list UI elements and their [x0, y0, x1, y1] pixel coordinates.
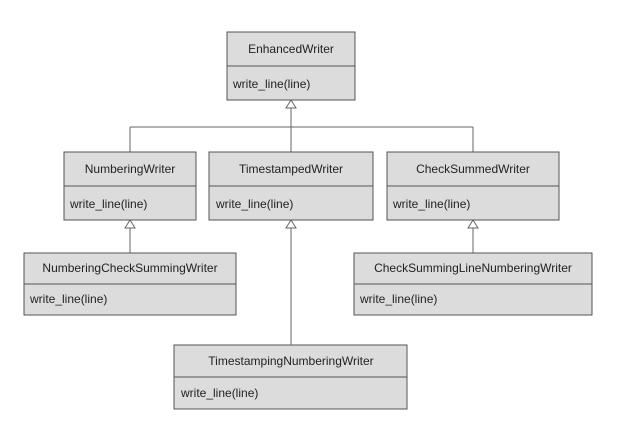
class-name: TimestampedWriter: [239, 162, 343, 176]
class-timestamped-writer: TimestampedWriter write_line(line): [208, 151, 374, 221]
inheritance-arrow-numbering: [124, 219, 136, 229]
inheritance-arrow-checksummed: [467, 219, 479, 229]
class-method: write_line(line): [392, 197, 470, 211]
inheritance-edges: [124, 99, 479, 345]
class-name: CheckSummingLineNumberingWriter: [374, 261, 572, 275]
class-timestamping-numbering-writer: TimestampingNumberingWriter write_line(l…: [173, 344, 408, 410]
class-method: write_line(line): [215, 197, 293, 211]
class-enhanced-writer: EnhancedWriter write_line(line): [226, 31, 356, 101]
inheritance-arrow-timestamped: [285, 219, 297, 229]
class-numbering-writer: NumberingWriter write_line(line): [63, 151, 197, 221]
class-method: write_line(line): [69, 197, 147, 211]
class-method: write_line(line): [180, 386, 258, 400]
class-method: write_line(line): [29, 292, 107, 306]
class-name: EnhancedWriter: [248, 42, 334, 56]
inheritance-arrow-enhanced: [285, 99, 297, 109]
class-checksummed-writer: CheckSummedWriter write_line(line): [386, 151, 560, 221]
class-method: write_line(line): [232, 77, 310, 91]
class-numbering-checksumming-writer: NumberingCheckSummingWriter write_line(l…: [23, 252, 237, 316]
class-method: write_line(line): [359, 292, 437, 306]
class-name: NumberingWriter: [85, 162, 175, 176]
class-checksumming-linenumbering-writer: CheckSummingLineNumberingWriter write_li…: [353, 252, 593, 316]
class-name: CheckSummedWriter: [416, 162, 530, 176]
class-name: NumberingCheckSummingWriter: [42, 261, 217, 275]
class-name: TimestampingNumberingWriter: [208, 354, 373, 368]
